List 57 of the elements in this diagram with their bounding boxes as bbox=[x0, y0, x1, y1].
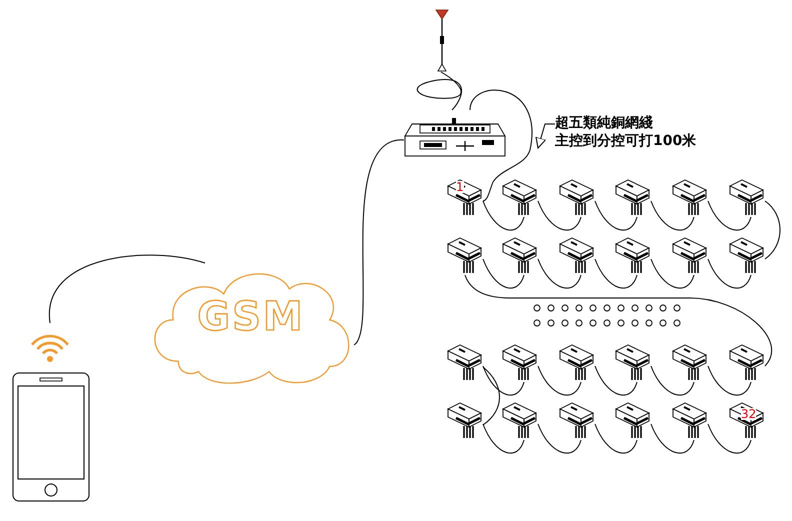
cable-line bbox=[538, 424, 582, 454]
control-module-drawing bbox=[729, 177, 765, 217]
callout-text: 超五類純銅網綫 bbox=[555, 114, 653, 132]
control-module-drawing bbox=[672, 177, 708, 217]
cable-line bbox=[538, 258, 582, 289]
control-module-drawing bbox=[447, 235, 483, 275]
cable-line bbox=[708, 258, 752, 289]
cable-line bbox=[594, 366, 638, 396]
control-module-drawing bbox=[502, 235, 538, 275]
cable-line bbox=[464, 274, 772, 366]
control-module-drawing bbox=[559, 177, 595, 217]
control-module-drawing bbox=[615, 400, 651, 440]
smartphone-drawing bbox=[12, 372, 90, 502]
number-label: 1 bbox=[456, 181, 464, 193]
control-module-drawing bbox=[615, 342, 651, 382]
cable-line bbox=[594, 200, 638, 231]
control-module-drawing bbox=[447, 400, 483, 440]
cable-line bbox=[354, 140, 404, 346]
control-module-drawing bbox=[502, 342, 538, 382]
cable-line bbox=[708, 424, 752, 454]
cloud-label: GSM bbox=[196, 293, 306, 341]
control-module-drawing bbox=[672, 342, 708, 382]
callout-text: 主控到分控可打100米 bbox=[555, 132, 696, 150]
control-module-drawing bbox=[729, 235, 765, 275]
cable-line bbox=[470, 90, 532, 202]
control-module-drawing bbox=[559, 342, 595, 382]
cable-line bbox=[764, 200, 780, 260]
leader-line bbox=[536, 124, 556, 148]
cable-line bbox=[482, 366, 500, 426]
control-module-drawing bbox=[502, 177, 538, 217]
cable-line bbox=[594, 258, 638, 289]
cable-line bbox=[482, 366, 524, 396]
cable-line bbox=[708, 200, 752, 231]
cable-line bbox=[538, 200, 582, 231]
control-module-drawing bbox=[672, 235, 708, 275]
antenna-drawing bbox=[435, 8, 449, 72]
cable-line bbox=[650, 424, 694, 454]
cable-line bbox=[650, 366, 694, 396]
cable-line bbox=[650, 200, 694, 231]
control-module-drawing bbox=[615, 235, 651, 275]
cable-line bbox=[594, 424, 638, 454]
cable-line bbox=[538, 366, 582, 396]
control-module-drawing bbox=[559, 235, 595, 275]
control-module-drawing bbox=[615, 177, 651, 217]
number-label: 32 bbox=[741, 408, 756, 420]
cable-line bbox=[482, 424, 524, 454]
cable-line bbox=[482, 200, 524, 231]
control-module-drawing bbox=[729, 342, 765, 382]
control-module-drawing bbox=[502, 400, 538, 440]
control-module-drawing bbox=[559, 400, 595, 440]
cable-line bbox=[416, 72, 462, 110]
cable-line bbox=[650, 258, 694, 289]
control-module-drawing bbox=[672, 400, 708, 440]
control-module-drawing bbox=[447, 342, 483, 382]
cable-line bbox=[49, 254, 206, 324]
cable-line bbox=[708, 366, 752, 396]
cable-line bbox=[482, 258, 524, 289]
